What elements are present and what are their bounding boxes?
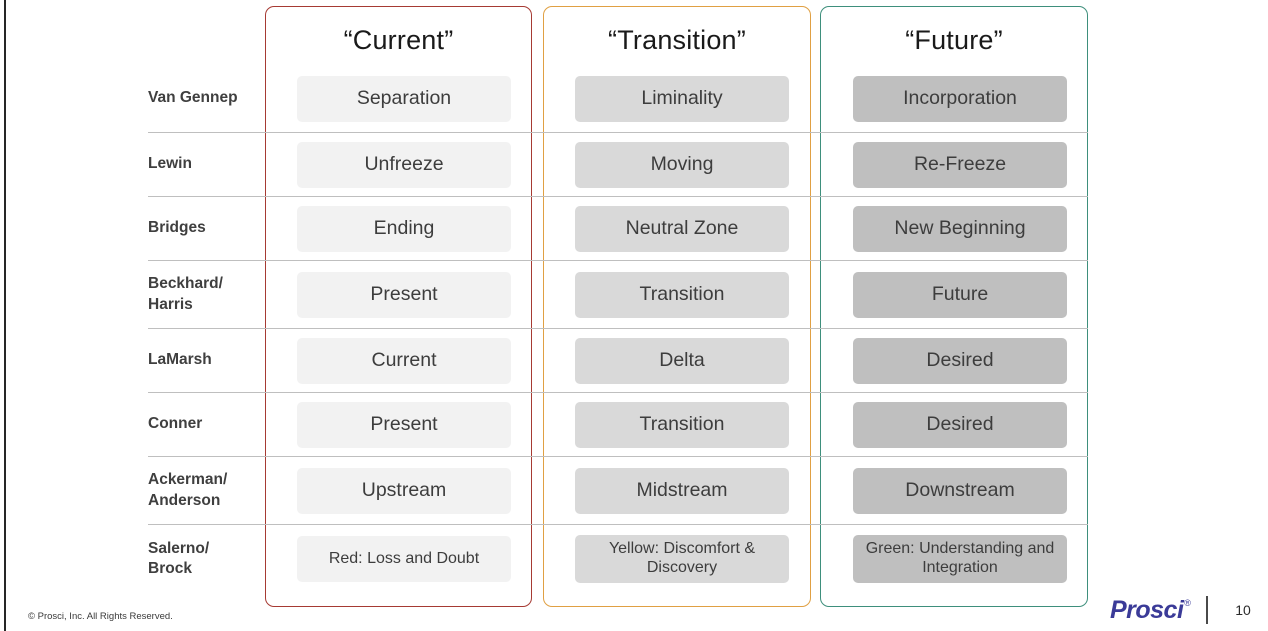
cell-future: Incorporation: [821, 75, 1099, 122]
row-label: Beckhard/ Harris: [148, 275, 223, 313]
cell-transition: Liminality: [543, 75, 821, 122]
pill-transition: Moving: [575, 141, 789, 188]
cell-future: Desired: [821, 401, 1099, 448]
copyright-notice: © Prosci, Inc. All Rights Reserved.: [28, 611, 173, 622]
cell-transition: Midstream: [543, 467, 821, 514]
pill-transition: Transition: [575, 401, 789, 448]
pill-transition: Transition: [575, 271, 789, 318]
cell-future: Future: [821, 271, 1099, 318]
column-title-future: “Future”: [905, 25, 1003, 55]
pill-current: Upstream: [297, 467, 511, 514]
pill-transition: Midstream: [575, 467, 789, 514]
row-label: LaMarsh: [148, 351, 212, 369]
pill-future: Desired: [853, 337, 1067, 384]
table-row: Salerno/ Brock Red: Loss and Doubt Yello…: [148, 525, 1088, 593]
cell-transition: Moving: [543, 141, 821, 188]
cell-transition: Yellow: Discomfort & Discovery: [543, 535, 821, 583]
row-label: Van Gennep: [148, 89, 238, 107]
cell-future: New Beginning: [821, 205, 1099, 252]
cell-current: Ending: [265, 205, 543, 252]
pill-transition: Liminality: [575, 75, 789, 122]
pill-transition: Neutral Zone: [575, 205, 789, 252]
pill-current: Ending: [297, 205, 511, 252]
cell-current: Unfreeze: [265, 141, 543, 188]
pill-future: Incorporation: [853, 75, 1067, 122]
cell-current: Current: [265, 337, 543, 384]
table-row: Bridges Ending Neutral Zone New Beginnin…: [148, 197, 1088, 261]
registered-trademark-icon: ®: [1184, 597, 1191, 608]
page-number: 10: [1235, 602, 1251, 618]
table-row: Conner Present Transition Desired: [148, 393, 1088, 457]
pill-future: Downstream: [853, 467, 1067, 514]
pill-current: Separation: [297, 75, 511, 122]
pill-future: Re-Freeze: [853, 141, 1067, 188]
cell-current: Separation: [265, 75, 543, 122]
row-label: Lewin: [148, 155, 192, 173]
cell-current: Present: [265, 401, 543, 448]
table-row: Beckhard/ Harris Present Transition Futu…: [148, 261, 1088, 329]
cell-current: Upstream: [265, 467, 543, 514]
table-row: Van Gennep Separation Liminality Incorpo…: [148, 65, 1088, 133]
cell-future: Desired: [821, 337, 1099, 384]
pill-future: New Beginning: [853, 205, 1067, 252]
footer-brand: Prosci® 10: [1110, 595, 1254, 625]
cell-transition: Neutral Zone: [543, 205, 821, 252]
cell-current: Red: Loss and Doubt: [265, 536, 543, 582]
row-label: Ackerman/ Anderson: [148, 471, 228, 509]
pill-future: Desired: [853, 401, 1067, 448]
table-row: Ackerman/ Anderson Upstream Midstream Do…: [148, 457, 1088, 525]
pill-transition: Yellow: Discomfort & Discovery: [575, 535, 789, 583]
pill-future: Green: Understanding and Integration: [853, 535, 1067, 583]
pill-current: Red: Loss and Doubt: [297, 536, 511, 582]
cell-transition: Transition: [543, 271, 821, 318]
prosci-logo: Prosci®: [1109, 595, 1191, 625]
row-label: Conner: [148, 415, 203, 433]
cell-future: Downstream: [821, 467, 1099, 514]
row-label: Salerno/ Brock: [148, 539, 210, 577]
cell-future: Re-Freeze: [821, 141, 1099, 188]
brand-divider: [1206, 596, 1208, 624]
cell-transition: Transition: [543, 401, 821, 448]
pill-current: Unfreeze: [297, 141, 511, 188]
pill-current: Present: [297, 401, 511, 448]
pill-current: Current: [297, 337, 511, 384]
cell-transition: Delta: [543, 337, 821, 384]
cell-current: Present: [265, 271, 543, 318]
table-row: Lewin Unfreeze Moving Re-Freeze: [148, 133, 1088, 197]
prosci-logo-wordmark: Prosci: [1109, 595, 1184, 624]
pill-future: Future: [853, 271, 1067, 318]
table-row: LaMarsh Current Delta Desired: [148, 329, 1088, 393]
pill-transition: Delta: [575, 337, 789, 384]
column-title-current: “Current”: [343, 25, 454, 55]
row-label: Bridges: [148, 219, 206, 237]
slide-left-edge-rule: [4, 0, 6, 631]
column-title-transition: “Transition”: [608, 25, 746, 55]
pill-current: Present: [297, 271, 511, 318]
cell-future: Green: Understanding and Integration: [821, 535, 1099, 583]
model-comparison-table: Van Gennep Separation Liminality Incorpo…: [148, 65, 1088, 593]
